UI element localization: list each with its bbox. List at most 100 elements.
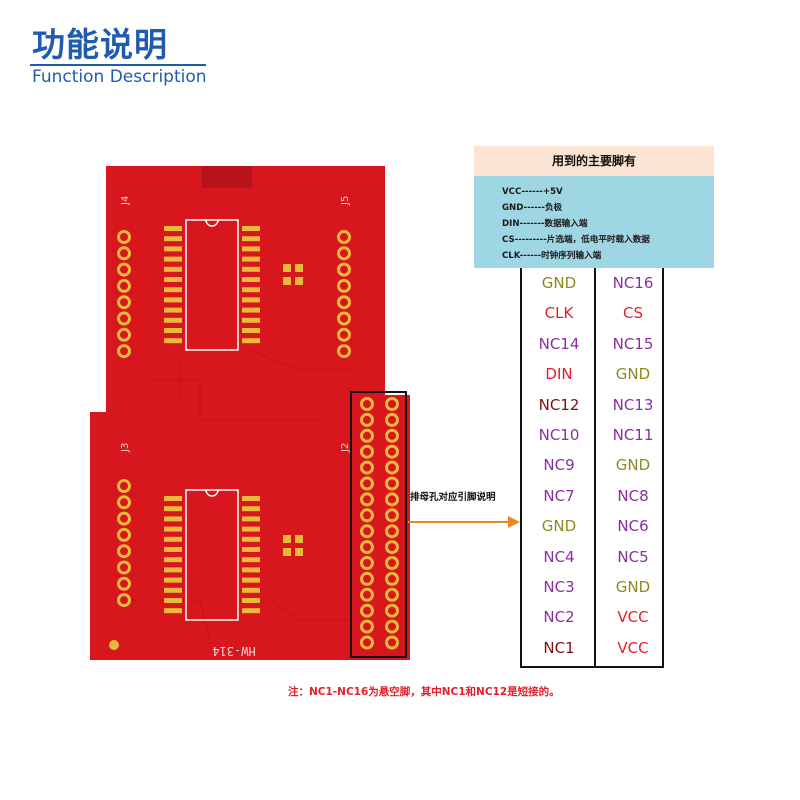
j4-pad xyxy=(117,278,131,293)
table-divider xyxy=(594,268,596,666)
page-title: 功能说明 xyxy=(32,25,168,64)
ic-smd-pad xyxy=(242,557,260,563)
pin-label-right: VCC xyxy=(617,638,649,657)
j3-pad xyxy=(117,479,131,493)
ic-smd-pad xyxy=(242,598,260,603)
pin-label-right: CS xyxy=(623,304,643,323)
j2-pad-right xyxy=(385,476,399,491)
pin-label-left: NC14 xyxy=(538,334,580,353)
j4-pad xyxy=(117,230,131,244)
j2-pad-right xyxy=(385,556,399,570)
ic-smd-pad xyxy=(164,317,182,323)
pin-label-right: NC8 xyxy=(617,486,649,505)
pcb-traces xyxy=(130,270,350,641)
ic-smd-pad xyxy=(242,547,260,552)
ic-smd-pad xyxy=(164,567,182,573)
pin-label-left: GND xyxy=(541,517,577,536)
j2-pad-right xyxy=(385,571,399,586)
j5-pad xyxy=(337,327,351,342)
label-j5: J5 xyxy=(340,196,351,206)
j2-pad-left xyxy=(360,524,374,539)
ic-smd-pad xyxy=(242,496,260,501)
ic-smd-pad xyxy=(242,266,260,272)
j2-pad-left xyxy=(360,428,374,443)
pin-label-left: CLK xyxy=(544,304,574,323)
j2-pad-left xyxy=(360,587,374,602)
ic-smd-pad xyxy=(242,226,260,231)
j2-pad-right xyxy=(385,412,399,427)
label-j2: J2 xyxy=(340,443,351,453)
ic-smd-pad xyxy=(164,307,182,313)
ic-smd-pad xyxy=(242,587,260,593)
ic-smd-pad xyxy=(164,246,182,252)
j5-pad xyxy=(337,246,351,261)
ic-notch xyxy=(205,219,219,227)
j2-pad-right xyxy=(385,397,399,411)
header-outline xyxy=(350,391,407,658)
j2-pad-left xyxy=(360,603,374,618)
label-j3: J3 xyxy=(120,443,131,453)
j2-pad-right xyxy=(385,587,399,602)
j2-pad-left xyxy=(360,444,374,459)
j4-pad xyxy=(117,295,131,310)
ic-smd-pad xyxy=(164,557,182,563)
j2-pad-left xyxy=(360,476,374,491)
j2-pad-left xyxy=(360,508,374,523)
ic-smd-pad xyxy=(242,567,260,573)
ic-footprint-top xyxy=(185,219,239,351)
ic-smd-pad xyxy=(164,338,182,344)
pin-label-right: GND xyxy=(615,578,651,596)
j2-pad-left xyxy=(360,619,374,634)
ic-notch xyxy=(205,489,219,497)
j5-pad xyxy=(337,344,351,359)
ic-smd-pad xyxy=(164,277,182,282)
ic-smd-pad xyxy=(242,608,260,614)
j2-pad-left xyxy=(360,540,374,555)
ic-smd-pad xyxy=(164,598,182,603)
j3-pad xyxy=(117,527,131,542)
ic-smd-pad xyxy=(242,526,260,532)
j5-pad xyxy=(337,230,351,244)
legend-line: DIN-------数据输入端 xyxy=(502,219,588,229)
pin-label-left: NC9 xyxy=(543,456,575,475)
pin-label-right: GND xyxy=(615,456,651,475)
j2-pad-right xyxy=(385,619,399,634)
ic-smd-pad xyxy=(242,246,260,252)
j2-pad-right xyxy=(385,635,399,650)
ic-smd-pad xyxy=(164,547,182,552)
legend-line: GND------负极 xyxy=(502,203,563,213)
title-underline xyxy=(30,64,206,66)
ic-smd-pad xyxy=(242,328,260,333)
ic-smd-pad xyxy=(164,297,182,303)
pin-label-right: NC16 xyxy=(612,274,654,292)
j2-pad-right xyxy=(385,492,399,507)
j5-pad xyxy=(337,311,351,326)
pin-label-right: VCC xyxy=(617,608,649,627)
j2-pad-left xyxy=(360,492,374,507)
ic-smd-pad xyxy=(164,287,182,293)
ic-smd-pad xyxy=(164,536,182,542)
j5-pad xyxy=(337,295,351,310)
mount-pad xyxy=(109,640,119,650)
j2-pad-right xyxy=(385,603,399,618)
ic-footprint-bottom xyxy=(185,489,239,621)
pin-label-right: NC6 xyxy=(617,517,649,536)
ic-smd-pad xyxy=(164,516,182,522)
label-j4: J4 xyxy=(120,196,131,206)
j4-pad xyxy=(117,246,131,261)
ic-smd-pad xyxy=(164,236,182,242)
ic-smd-pad xyxy=(242,516,260,522)
ic-footprints xyxy=(164,219,260,621)
ic-smd-pad xyxy=(164,577,182,583)
ic-smd-pad xyxy=(242,277,260,282)
j4-pad xyxy=(117,327,131,342)
j2-pad-right xyxy=(385,460,399,475)
j4-pad xyxy=(117,311,131,326)
pin-label-right: NC13 xyxy=(612,395,654,414)
j3-pad xyxy=(117,544,131,559)
pin-label-right: NC11 xyxy=(612,426,654,444)
pin-label-right: NC5 xyxy=(617,547,649,566)
pin-label-right: GND xyxy=(615,365,651,384)
